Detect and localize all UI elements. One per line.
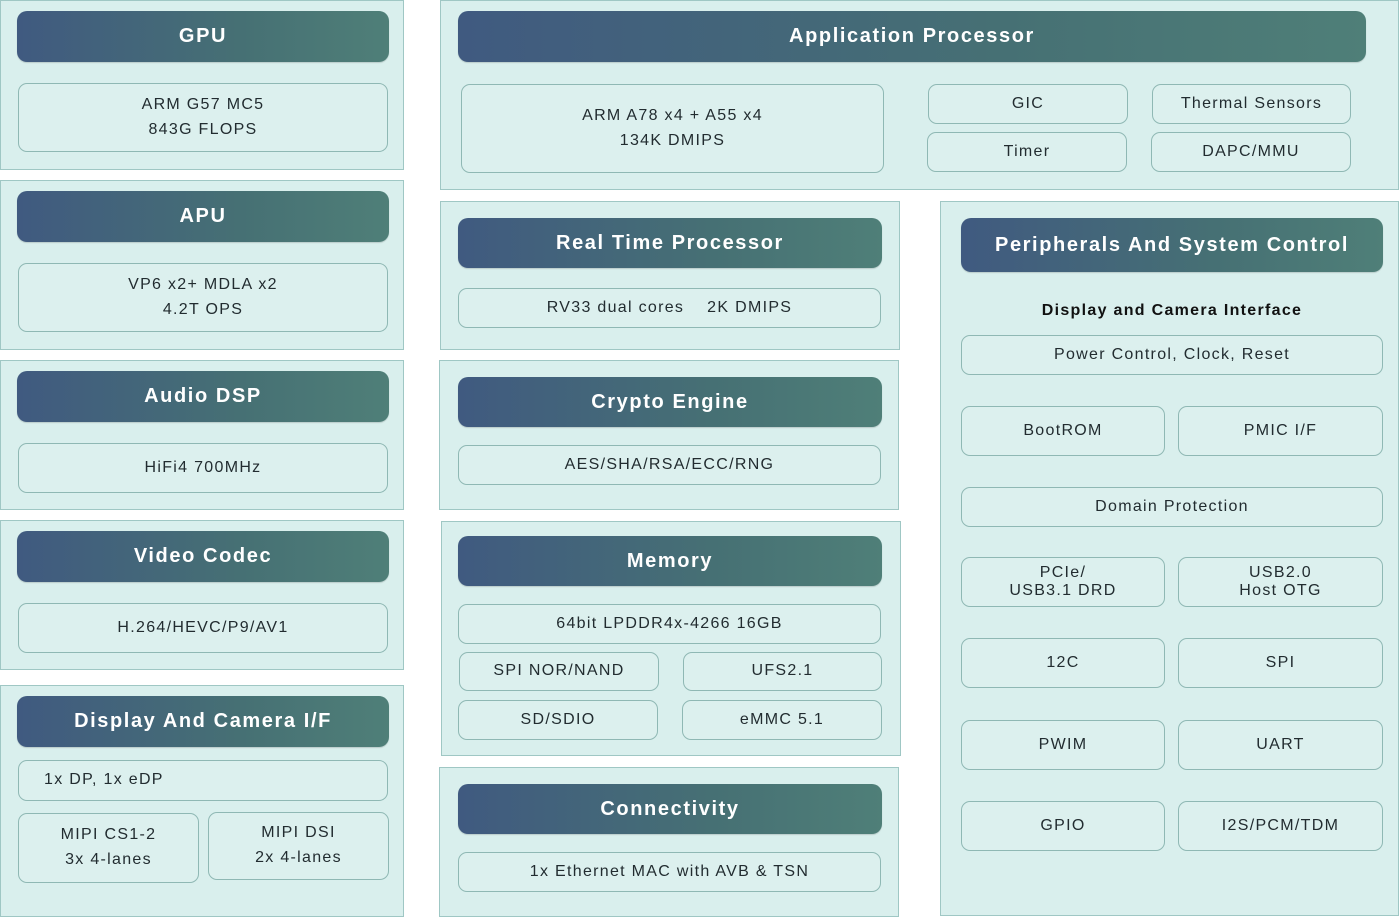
pcie-box: PCIe/ USB3.1 DRD [961,557,1165,607]
gic-text: GIC [1011,94,1045,112]
peripherals-header: Peripherals And System Control [961,218,1383,272]
apu-panel: APU VP6 x2+ MDLA x2 4.2T OPS [0,180,404,350]
display-camera-header: Display And Camera I/F [17,696,389,747]
usb2-line1: USB2.0 [1249,564,1312,582]
pmic-box: PMIC I/F [1178,406,1383,456]
connectivity-header: Connectivity [458,784,882,834]
ufs-text: UFS2.1 [751,662,814,680]
cpu-line2: 134K DMIPS [619,131,726,149]
spi-nor-box: SPI NOR/NAND [459,652,659,691]
ethernet-text: 1x Ethernet MAC with AVB & TSN [529,862,810,880]
uart-box: UART [1178,720,1383,770]
i2c-text: 12C [1046,653,1080,671]
usb2-line2: Host OTG [1239,582,1322,599]
emmc-box: eMMC 5.1 [682,700,882,740]
i2s-box: I2S/PCM/TDM [1178,801,1383,851]
spi-nor-text: SPI NOR/NAND [493,662,625,680]
crypto-spec-box: AES/SHA/RSA/ECC/RNG [458,445,881,485]
real-time-processor-header: Real Time Processor [458,218,882,268]
application-processor-panel: Application Processor ARM A78 x4 + A55 x… [440,0,1399,190]
gpu-spec-line2: 843G FLOPS [148,120,258,138]
rtp-spec: RV33 dual cores 2K DMIPS [546,298,793,316]
cpu-line1: ARM A78 x4 + A55 x4 [582,106,763,124]
ufs-box: UFS2.1 [683,652,882,691]
i2c-box: 12C [961,638,1165,688]
peripherals-panel: Peripherals And System Control Display a… [940,201,1399,916]
display-dp-text: 1x DP, 1x eDP [44,771,164,789]
application-processor-header: Application Processor [458,11,1366,62]
crypto-engine-header: Crypto Engine [458,377,882,427]
sd-sdio-box: SD/SDIO [458,700,658,740]
emmc-text: eMMC 5.1 [739,710,825,728]
apu-spec-line2: 4.2T OPS [162,300,244,318]
audio-dsp-spec-box: HiFi4 700MHz [18,443,388,493]
mipi-csi-line1: MIPI CS1-2 [60,826,157,844]
mipi-csi-line2: 3x 4-lanes [65,851,152,868]
domain-protection-box: Domain Protection [961,487,1383,527]
lpddr-box: 64bit LPDDR4x-4266 16GB [458,604,881,644]
thermal-sensors-box: Thermal Sensors [1152,84,1351,124]
mipi-csi-box: MIPI CS1-2 3x 4-lanes [18,813,199,883]
video-codec-panel: Video Codec H.264/HEVC/P9/AV1 [0,520,404,670]
mipi-dsi-box: MIPI DSI 2x 4-lanes [208,812,389,880]
memory-panel: Memory 64bit LPDDR4x-4266 16GB SPI NOR/N… [441,521,901,756]
power-clock-reset-text: Power Control, Clock, Reset [1053,345,1291,363]
pcie-line1: PCIe/ [1039,564,1087,582]
real-time-processor-panel: Real Time Processor RV33 dual cores 2K D… [440,201,900,350]
connectivity-panel: Connectivity 1x Ethernet MAC with AVB & … [439,767,899,917]
display-dp-box: 1x DP, 1x eDP [18,760,388,801]
uart-text: UART [1256,735,1305,753]
pmic-text: PMIC I/F [1243,421,1318,439]
memory-header: Memory [458,536,882,586]
gpu-spec-line1: ARM G57 MC5 [141,95,265,113]
gpio-box: GPIO [961,801,1165,851]
bootrom-box: BootROM [961,406,1165,456]
timer-text: Timer [1003,142,1051,160]
gpu-panel: GPU ARM G57 MC5 843G FLOPS [0,0,404,170]
audio-dsp-header: Audio DSP [17,371,389,422]
audio-dsp-spec: HiFi4 700MHz [144,458,262,476]
dapc-mmu-box: DAPC/MMU [1151,132,1351,172]
domain-protection-text: Domain Protection [1095,497,1249,515]
apu-spec-box: VP6 x2+ MDLA x2 4.2T OPS [18,263,388,332]
mipi-dsi-line1: MIPI DSI [261,824,336,842]
pcie-line2: USB3.1 DRD [1009,582,1117,599]
gpu-header: GPU [17,11,389,62]
gpio-text: GPIO [1040,816,1086,834]
pwm-box: PWIM [961,720,1165,770]
video-codec-spec: H.264/HEVC/P9/AV1 [117,618,289,636]
rtp-spec-box: RV33 dual cores 2K DMIPS [458,288,881,328]
crypto-spec: AES/SHA/RSA/ECC/RNG [564,455,775,473]
audio-dsp-panel: Audio DSP HiFi4 700MHz [0,360,404,510]
sd-sdio-text: SD/SDIO [520,710,596,728]
ethernet-box: 1x Ethernet MAC with AVB & TSN [458,852,881,892]
usb2-box: USB2.0 Host OTG [1178,557,1383,607]
video-codec-header: Video Codec [17,531,389,582]
pwm-text: PWIM [1038,735,1088,753]
display-camera-panel: Display And Camera I/F 1x DP, 1x eDP MIP… [0,685,404,917]
thermal-sensors-text: Thermal Sensors [1180,94,1323,112]
video-codec-spec-box: H.264/HEVC/P9/AV1 [18,603,388,653]
bootrom-text: BootROM [1023,421,1103,439]
gpu-spec-box: ARM G57 MC5 843G FLOPS [18,83,388,152]
peripherals-subtitle: Display and Camera Interface [1041,302,1303,319]
timer-box: Timer [927,132,1127,172]
cpu-box: ARM A78 x4 + A55 x4 134K DMIPS [461,84,884,173]
dapc-mmu-text: DAPC/MMU [1202,142,1300,160]
spi-text: SPI [1265,653,1296,671]
crypto-engine-panel: Crypto Engine AES/SHA/RSA/ECC/RNG [439,360,899,510]
i2s-text: I2S/PCM/TDM [1221,816,1340,834]
spi-box: SPI [1178,638,1383,688]
power-clock-reset-box: Power Control, Clock, Reset [961,335,1383,375]
lpddr-text: 64bit LPDDR4x-4266 16GB [556,614,783,632]
apu-spec-line1: VP6 x2+ MDLA x2 [128,275,278,293]
mipi-dsi-line2: 2x 4-lanes [255,849,342,866]
gic-box: GIC [928,84,1128,124]
apu-header: APU [17,191,389,242]
